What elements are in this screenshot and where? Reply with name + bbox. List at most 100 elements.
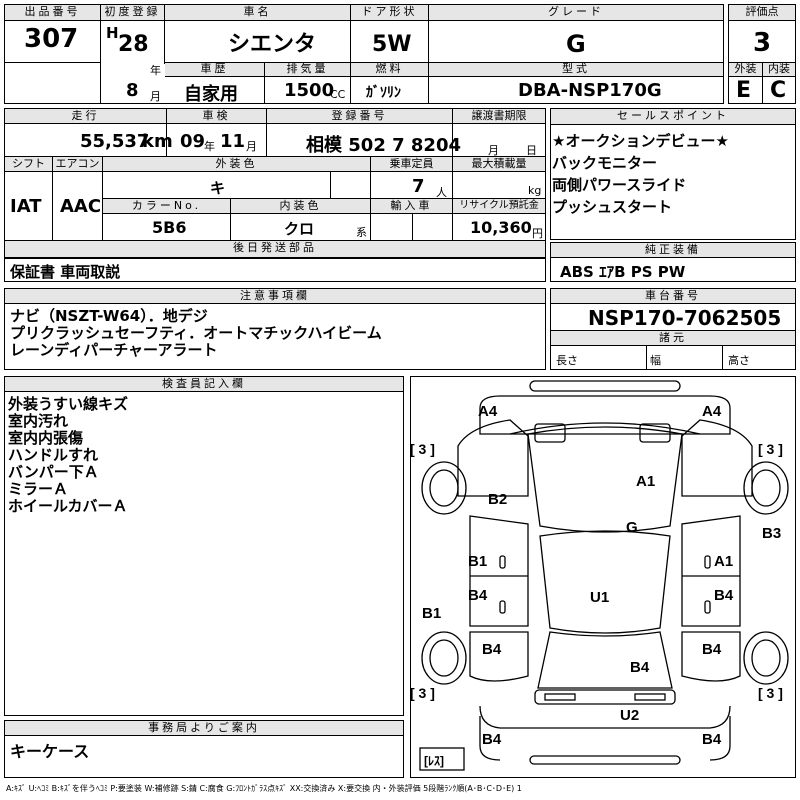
chassis-header: 車台番号 bbox=[551, 289, 795, 304]
dims-header: 諸元 bbox=[551, 331, 795, 346]
inspection-year: 09 bbox=[180, 131, 206, 152]
office-note: キーケース bbox=[10, 742, 90, 761]
car-name-header: 車名 bbox=[165, 5, 350, 21]
inspection-year-unit: 年 bbox=[204, 140, 215, 153]
max-load-unit: kg bbox=[528, 184, 542, 197]
top-block bbox=[4, 4, 724, 104]
diagram-label: [ 3 ] bbox=[410, 685, 435, 701]
diagram-label: B4 bbox=[630, 659, 650, 676]
diagram-label: B4 bbox=[482, 641, 502, 658]
color-no: 5B6 bbox=[152, 218, 187, 237]
sales-points-list: ★オークションデビュー★ バックモニター 両側パワースライド プッシュスタート bbox=[552, 130, 729, 218]
sales-point-item: プッシュスタート bbox=[552, 198, 673, 216]
mid-block bbox=[4, 108, 546, 282]
ac: AAC bbox=[60, 196, 102, 217]
inspector-block bbox=[4, 376, 404, 716]
shift-header: シフト bbox=[5, 157, 52, 172]
ext-color: キ bbox=[210, 179, 226, 197]
left-side-outline bbox=[469, 515, 529, 627]
capacity: 7 bbox=[412, 176, 425, 197]
later-parts: 保証書 車両取説 bbox=[10, 263, 121, 281]
mileage-unit: km bbox=[142, 131, 173, 152]
fuel: ｶﾞｿﾘﾝ bbox=[366, 85, 401, 101]
inspector-line: 室内汚れ bbox=[8, 412, 69, 430]
fuel-header: 燃料 bbox=[351, 63, 428, 77]
front-bumper-outline bbox=[529, 380, 681, 392]
diagram-label: A4 bbox=[702, 403, 722, 420]
diagram-label: B4 bbox=[702, 641, 722, 658]
diagram-label: B1 bbox=[468, 553, 487, 570]
capacity-header: 乗車定員 bbox=[371, 157, 452, 172]
sales-points-header: セールスポイント bbox=[551, 109, 795, 125]
displacement-unit: CC bbox=[330, 88, 346, 101]
right-side-outline bbox=[681, 515, 741, 627]
ext-color-header: 外装色 bbox=[103, 157, 370, 172]
first-reg-year-unit: 年 bbox=[150, 64, 161, 77]
exterior-header: 外装 bbox=[729, 63, 762, 77]
inspection-month-unit: 月 bbox=[246, 140, 257, 153]
score-header: 評価点 bbox=[729, 5, 795, 21]
rear-right-wheel bbox=[743, 631, 789, 685]
door-header: ドア形状 bbox=[351, 5, 428, 21]
transfer-header: 譲渡書期限 bbox=[453, 109, 545, 124]
exterior-grade: E bbox=[736, 78, 752, 103]
mileage-header: 走行 bbox=[5, 109, 166, 124]
transfer-month-unit: 月 bbox=[488, 144, 499, 157]
door-type: 5W bbox=[372, 32, 412, 57]
import-header: 輸入車 bbox=[371, 199, 452, 214]
hood-outline bbox=[479, 395, 731, 435]
rear-glass-outline bbox=[537, 631, 673, 689]
spare-tire-box bbox=[419, 747, 465, 771]
diagram-label: B4 bbox=[468, 587, 488, 604]
inspector-line: ハンドルすれ bbox=[8, 446, 99, 464]
rear-bumper-outline bbox=[534, 689, 676, 705]
diagram-label: G bbox=[626, 519, 638, 536]
later-parts-header: 後日発送部品 bbox=[5, 241, 545, 258]
lot-number: 307 bbox=[24, 24, 79, 54]
diagram-label: [ 3 ] bbox=[758, 685, 783, 701]
capacity-unit: 人 bbox=[436, 186, 447, 199]
interior-header: 内装 bbox=[763, 63, 795, 77]
first-reg-month-unit: 月 bbox=[150, 90, 161, 103]
inspector-header: 検査員記入欄 bbox=[5, 377, 403, 392]
ac-header: エアコン bbox=[53, 157, 102, 172]
displacement: 1500 bbox=[284, 80, 335, 101]
recycle-header: リサイクル預託金 bbox=[453, 199, 545, 214]
office-block bbox=[4, 720, 404, 778]
color-no-header: カラーNo. bbox=[103, 199, 230, 214]
first-reg-era: H bbox=[106, 24, 119, 42]
diagram-label: B1 bbox=[422, 605, 441, 622]
legend: A:ｷｽﾞ U:ﾍｺﾐ B:ｷｽﾞを伴うﾍｺﾐ P:要塗装 W:補修跡 S:錆 … bbox=[6, 784, 522, 793]
recycle: 10,360 bbox=[470, 218, 532, 237]
office-header: 事務局よりご案内 bbox=[5, 721, 403, 736]
notes-list: ナビ（NSZT-W64）．地デジ プリクラッシュセーフティ．オートマチックハイビ… bbox=[10, 308, 382, 359]
front-left-wheel bbox=[421, 461, 467, 515]
diagram-label: [ 3 ] bbox=[758, 441, 783, 457]
history-header: 車歴 bbox=[165, 63, 264, 77]
sales-points-block bbox=[550, 108, 796, 240]
inspector-line: バンパー下Ａ bbox=[8, 463, 99, 481]
equipment-block bbox=[550, 242, 796, 282]
front-right-wheel bbox=[743, 461, 789, 515]
diagram-label: B4 bbox=[482, 731, 502, 748]
reg-no-header: 登録番号 bbox=[267, 109, 452, 124]
width-label: 幅 bbox=[650, 354, 661, 367]
int-color-header: 内装色 bbox=[231, 199, 370, 214]
equipment-header: 純正装備 bbox=[551, 243, 795, 258]
grade-header: グレード bbox=[429, 5, 723, 21]
max-load-header: 最大積載量 bbox=[453, 157, 545, 172]
diagram-label: B4 bbox=[702, 731, 722, 748]
diagram-label: A4 bbox=[478, 403, 498, 420]
car-diagram-block bbox=[410, 376, 796, 778]
inspector-line: 室内内張傷 bbox=[8, 429, 84, 447]
diagram-label: A1 bbox=[714, 553, 733, 570]
car-name: シエンタ bbox=[228, 32, 317, 57]
score: 3 bbox=[753, 28, 772, 58]
notes-header: 注意事項欄 bbox=[5, 289, 545, 304]
grade: G bbox=[566, 30, 586, 58]
displacement-header: 排気量 bbox=[265, 63, 350, 77]
recycle-unit: 円 bbox=[532, 227, 543, 240]
model: DBA-NSP170G bbox=[518, 80, 662, 101]
mileage: 55,537 bbox=[80, 131, 150, 152]
inspector-line: 外装うすい線キズ bbox=[8, 395, 129, 413]
